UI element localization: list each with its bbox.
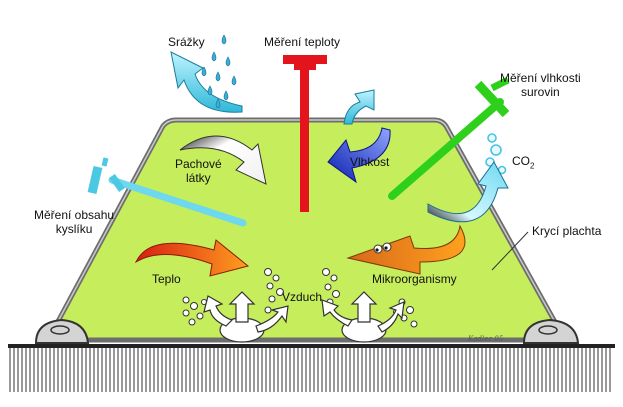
label-humidity-measurement-line1: Měření vlhkosti <box>500 71 581 85</box>
microorganism-eyes <box>373 242 392 254</box>
microorganisms-arrow <box>346 224 466 275</box>
label-co2-main: CO <box>512 154 530 168</box>
ground <box>8 344 615 392</box>
label-oxygen-measurement: Měření obsahu kyslíku <box>34 208 114 236</box>
label-humidity-measurement-line2: surovin <box>521 85 560 99</box>
label-cover-sheet: Krycí plachta <box>532 224 602 238</box>
temperature-probe <box>283 55 327 212</box>
label-heat: Teplo <box>152 272 181 286</box>
label-oxygen-line2: kyslíku <box>55 222 93 236</box>
label-microorganisms: Mikroorganismy <box>372 272 457 286</box>
moisture-arrow <box>327 127 391 184</box>
co2-arrow <box>427 161 509 223</box>
label-odorous-line1: Pachové <box>175 157 222 171</box>
label-co2-sub: 2 <box>530 161 535 171</box>
anchor-weight-left <box>34 318 90 344</box>
anchor-weight-right <box>522 318 580 344</box>
moisture-arrow-small <box>343 89 375 125</box>
cover-sheet-leader <box>491 231 529 271</box>
label-odorous-substances: Pachové látky <box>175 157 222 185</box>
label-oxygen-line1: Měření obsahu <box>34 208 115 222</box>
humidity-probe <box>388 76 510 200</box>
odorous-substances-arrow <box>179 135 267 185</box>
label-temperature-measurement: Měření teploty <box>264 35 341 49</box>
label-precipitation: Srážky <box>168 35 205 49</box>
precipitation-arrow <box>170 51 243 113</box>
label-moisture: Vlhkost <box>350 155 390 169</box>
label-humidity-measurement: Měření vlhkosti surovin <box>500 71 581 99</box>
rain-drops <box>201 34 237 109</box>
label-air: Vzduch <box>282 290 323 304</box>
oxygen-probe <box>87 157 247 227</box>
heat-arrow <box>134 239 250 277</box>
label-co2: CO2 <box>512 154 534 173</box>
air-flow-arrows <box>203 291 405 343</box>
label-odorous-line2: látky <box>186 171 211 185</box>
author-signature: Kadlec 05 <box>468 335 504 343</box>
